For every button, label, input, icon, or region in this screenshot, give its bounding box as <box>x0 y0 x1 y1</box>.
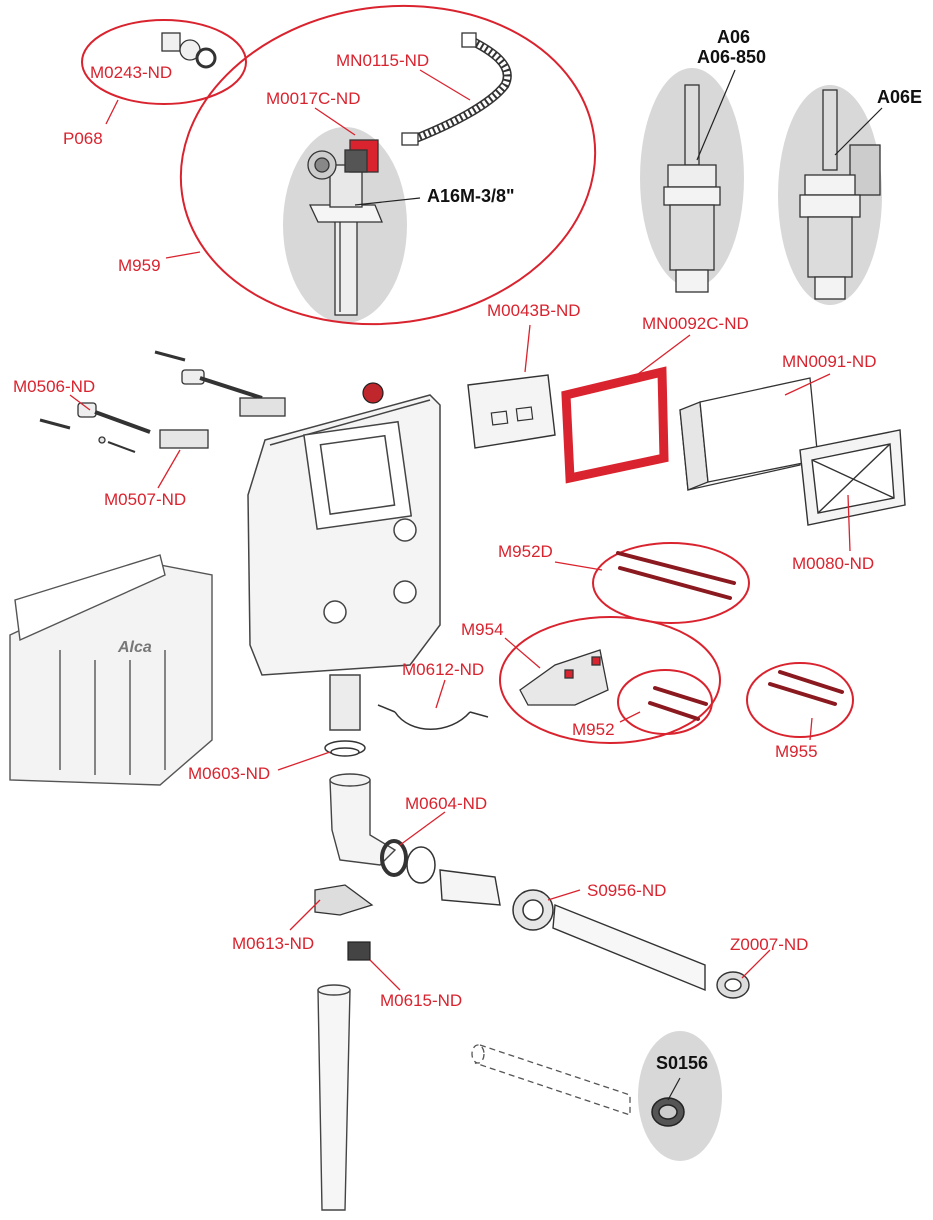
seal-s0156 <box>651 1097 685 1127</box>
seal-z0007 <box>716 971 750 999</box>
label-a06e: A06E <box>877 87 923 107</box>
group-outline-m959 <box>179 4 597 326</box>
vertical-drain-pipe <box>317 984 351 1211</box>
label-m959: M959 <box>118 256 161 275</box>
label-p068: P068 <box>63 129 103 148</box>
actuator-m954 <box>519 649 609 706</box>
rod-set-m952d <box>616 551 736 600</box>
drain-seal-m0603 <box>324 740 366 757</box>
flush-valve-a06 <box>663 84 721 293</box>
label-m952d: M952D <box>498 542 553 561</box>
label-m0612: M0612-ND <box>402 660 485 679</box>
highlight-bg-s0156 <box>638 1031 722 1161</box>
group-outline-m952d <box>592 542 750 624</box>
label-mn0092c: MN0092C-ND <box>642 314 749 333</box>
anchor-hardware-m0506 <box>39 350 286 434</box>
leader-lines-red <box>69 69 851 991</box>
label-s0956: S0956-ND <box>587 881 667 900</box>
frame-part-mn0092c <box>561 366 669 484</box>
label-a06-850: A06-850 <box>697 47 767 67</box>
fill-valve-part <box>307 139 383 316</box>
label-m0603: M0603-ND <box>188 764 271 783</box>
label-mn0115: MN0115-ND <box>336 51 430 70</box>
frame-part-m0043b <box>467 374 556 449</box>
group-outline-m954 <box>499 616 721 744</box>
label-mn0091: MN0091-ND <box>782 352 877 371</box>
label-m955: M955 <box>775 742 818 761</box>
group-outline-p068 <box>81 19 247 105</box>
rosette-s0956 <box>512 889 554 931</box>
frame-hole-2 <box>515 406 534 422</box>
dashed-pipe <box>471 1044 631 1116</box>
label-m0043b: M0043B-ND <box>487 301 581 320</box>
label-z0007: Z0007-ND <box>730 935 809 954</box>
pipe-bracket-m0612 <box>377 704 489 730</box>
label-a06: A06 <box>717 27 751 47</box>
flush-pipe <box>552 903 706 992</box>
bracket-m0613 <box>314 884 374 916</box>
insulation-box <box>9 554 213 786</box>
label-a16m: A16M-3/8" <box>427 186 515 206</box>
flush-valve-a06e <box>799 89 881 300</box>
inlet-cap-red <box>362 382 384 404</box>
bracket-m0507 <box>98 429 209 453</box>
brand-logo-text: Alca <box>118 639 152 656</box>
cistern-body <box>247 394 441 731</box>
label-m954: M954 <box>461 620 504 639</box>
nut-part-m0243 <box>161 32 217 69</box>
label-m0615: M0615-ND <box>380 991 463 1010</box>
label-s0156: S0156 <box>656 1053 709 1073</box>
cover-plate-m0080 <box>799 429 906 526</box>
frame-hole-1 <box>490 410 509 426</box>
label-m0080: M0080-ND <box>792 554 875 573</box>
label-m0243: M0243-ND <box>90 63 173 82</box>
label-m0507: M0507-ND <box>104 490 187 509</box>
label-m0604: M0604-ND <box>405 794 488 813</box>
label-m952: M952 <box>572 720 615 739</box>
fill-hose-part <box>401 32 512 146</box>
elbow-pipe <box>329 773 397 866</box>
group-outline-m952 <box>617 669 713 735</box>
rod-set-m952 <box>648 686 708 721</box>
group-outline-m955 <box>746 662 854 738</box>
clip-m0615 <box>347 941 371 961</box>
label-m0017c: M0017C-ND <box>266 89 361 108</box>
seal-ring-m0604 <box>380 839 436 884</box>
rod-set-m955 <box>768 670 844 706</box>
label-m0613: M0613-ND <box>232 934 315 953</box>
pipe-connector <box>439 869 501 906</box>
leader-lines-dark <box>354 69 883 1101</box>
label-m0506: M0506-ND <box>13 377 96 396</box>
frame-box-mn0091 <box>679 377 819 491</box>
